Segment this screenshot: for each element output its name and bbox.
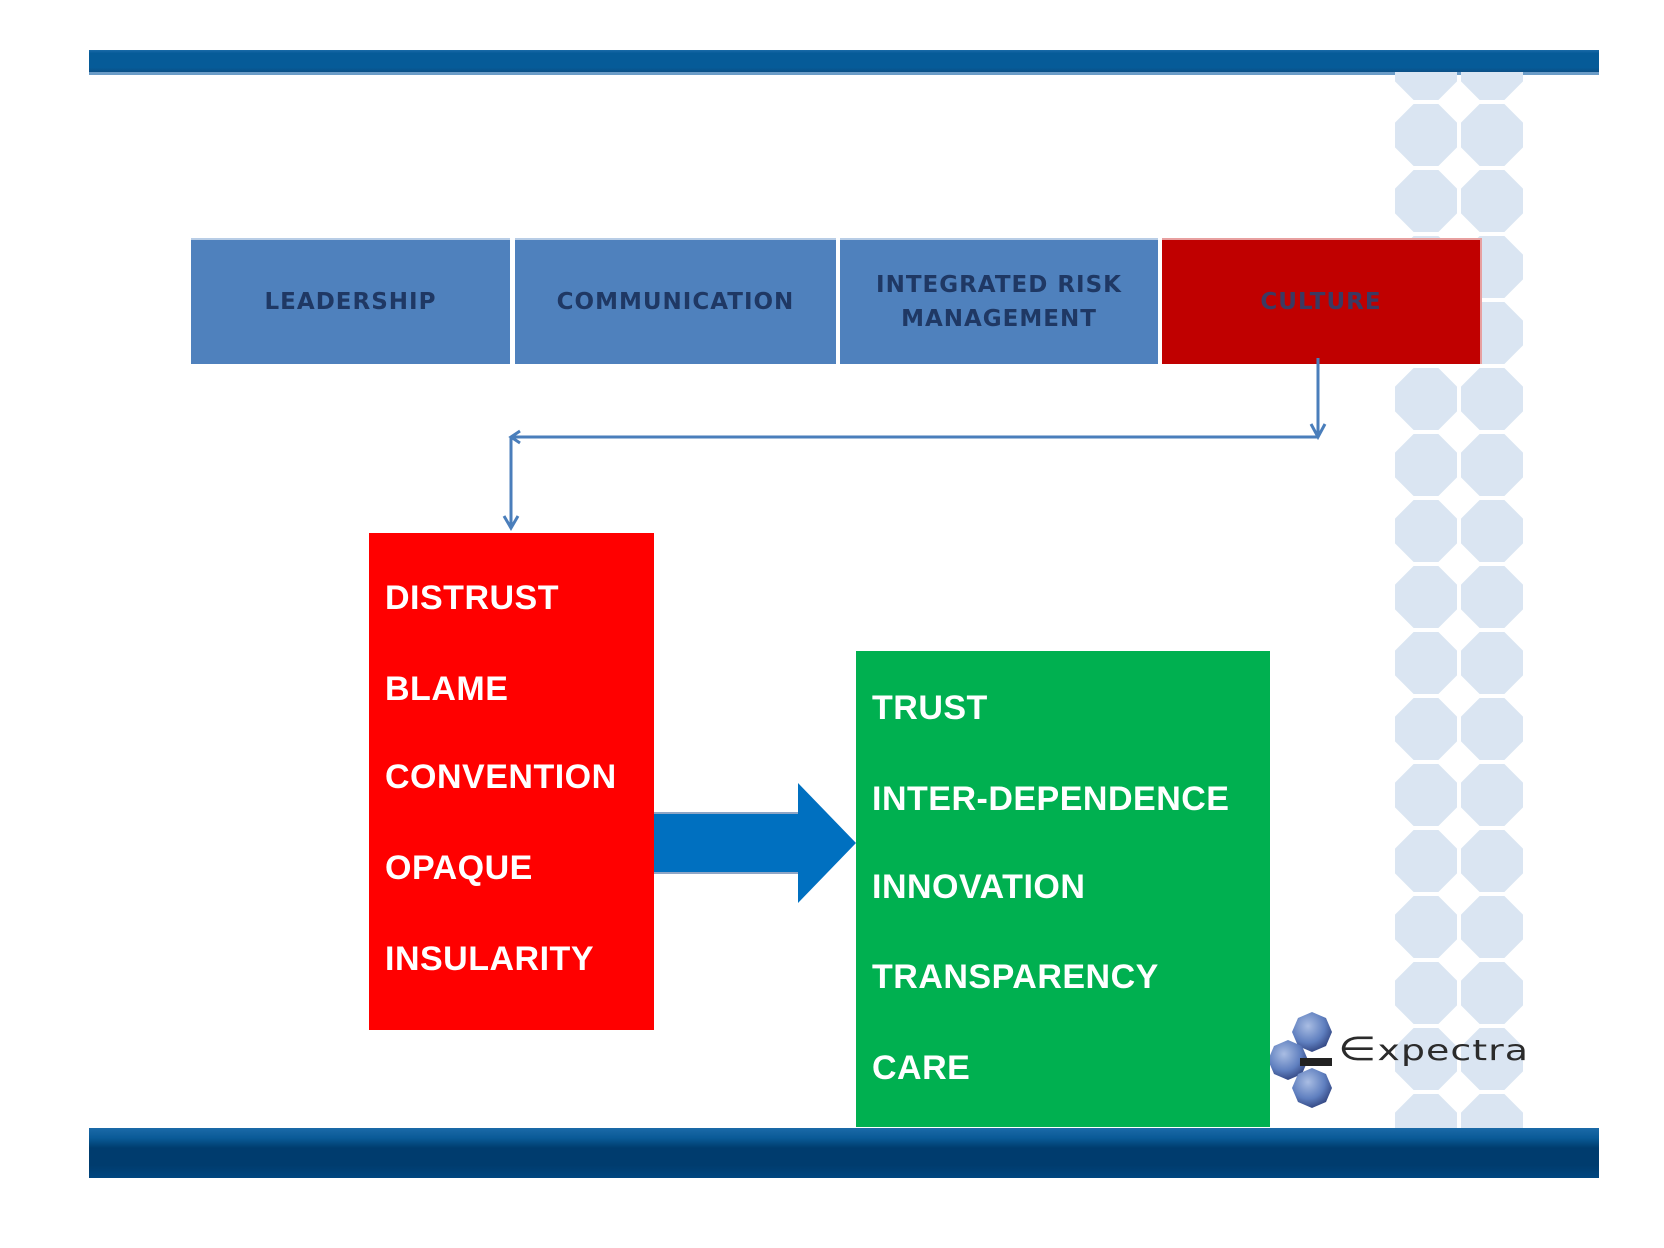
- hexagon-pattern-icon: [1461, 1028, 1523, 1090]
- hexagon-pattern-icon: [1395, 500, 1457, 562]
- hexagon-pattern-icon: [1395, 368, 1457, 430]
- tab-communication: COMMUNICATION: [515, 238, 836, 364]
- right-arrow-icon: [654, 783, 856, 903]
- hexagon-pattern-icon: [1395, 170, 1457, 232]
- connector-arrowhead-icon: [508, 429, 521, 445]
- hexagon-pattern-icon: [1395, 1028, 1457, 1090]
- target-state-box: TRUST INTER-DEPENDENCE INNOVATION TRANSP…: [856, 651, 1270, 1127]
- target-state-item: TRUST: [872, 689, 988, 727]
- hexagon-pattern-icon: [1395, 104, 1457, 166]
- hexagon-pattern-icon: [1461, 830, 1523, 892]
- tab-integrated-risk-management: INTEGRATED RISK MANAGEMENT: [840, 238, 1158, 364]
- hexagon-pattern-icon: [1461, 170, 1523, 232]
- header-bar: [89, 50, 1599, 75]
- target-state-item: CARE: [872, 1049, 971, 1087]
- tab-culture: CULTURE: [1162, 238, 1482, 364]
- tab-label-line1: INTEGRATED RISK: [876, 272, 1122, 298]
- hexagon-pattern-icon: [1461, 764, 1523, 826]
- target-state-item: INNOVATION: [872, 868, 1086, 906]
- hexagon-pattern-icon: [1395, 962, 1457, 1024]
- hexagon-pattern-icon: [1461, 632, 1523, 694]
- footer-bar: [89, 1128, 1599, 1178]
- logo-wordmark: ∈xpectra: [1338, 1030, 1530, 1069]
- tab-label: LEADERSHIP: [264, 289, 437, 315]
- current-state-item: INSULARITY: [385, 940, 594, 978]
- connector-arrowhead-icon: [502, 515, 520, 531]
- cube-cluster-logo-icon: [1270, 1012, 1332, 1108]
- hexagon-pattern-icon: [1395, 632, 1457, 694]
- hexagon-pattern-icon: [1395, 434, 1457, 496]
- target-state-item: INTER-DEPENDENCE: [872, 780, 1230, 818]
- target-state-item: TRANSPARENCY: [872, 958, 1159, 996]
- hexagon-pattern-icon: [1461, 698, 1523, 760]
- hexagon-pattern-icon: [1461, 962, 1523, 1024]
- current-state-item: BLAME: [385, 670, 509, 708]
- hexagon-pattern-icon: [1461, 434, 1523, 496]
- hexagon-pattern-icon: [1461, 896, 1523, 958]
- expectra-logo: ∈xpectra: [1270, 1010, 1570, 1115]
- current-state-item: CONVENTION: [385, 758, 617, 796]
- logo-text: xpectra: [1377, 1033, 1530, 1067]
- tab-label: CULTURE: [1260, 289, 1382, 315]
- tab-label-line2: MANAGEMENT: [901, 306, 1097, 332]
- hexagon-pattern-icon: [1461, 368, 1523, 430]
- connector-arrowhead-icon: [1309, 423, 1327, 441]
- hexagon-pattern-icon: [1461, 104, 1523, 166]
- hexagon-pattern-icon: [1395, 830, 1457, 892]
- tab-label: COMMUNICATION: [556, 289, 795, 315]
- current-state-item: OPAQUE: [385, 849, 533, 887]
- hexagon-pattern-icon: [1395, 896, 1457, 958]
- current-state-item: DISTRUST: [385, 579, 559, 617]
- hexagon-pattern-icon: [1395, 764, 1457, 826]
- hexagon-pattern-icon: [1461, 566, 1523, 628]
- hexagon-pattern-icon: [1395, 698, 1457, 760]
- hexagon-pattern-icon: [1461, 500, 1523, 562]
- current-state-box: DISTRUST BLAME CONVENTION OPAQUE INSULAR…: [369, 533, 654, 1030]
- tab-leadership: LEADERSHIP: [191, 238, 510, 364]
- hex-pattern-column-right: [1461, 72, 1523, 1128]
- hexagon-pattern-icon: [1395, 566, 1457, 628]
